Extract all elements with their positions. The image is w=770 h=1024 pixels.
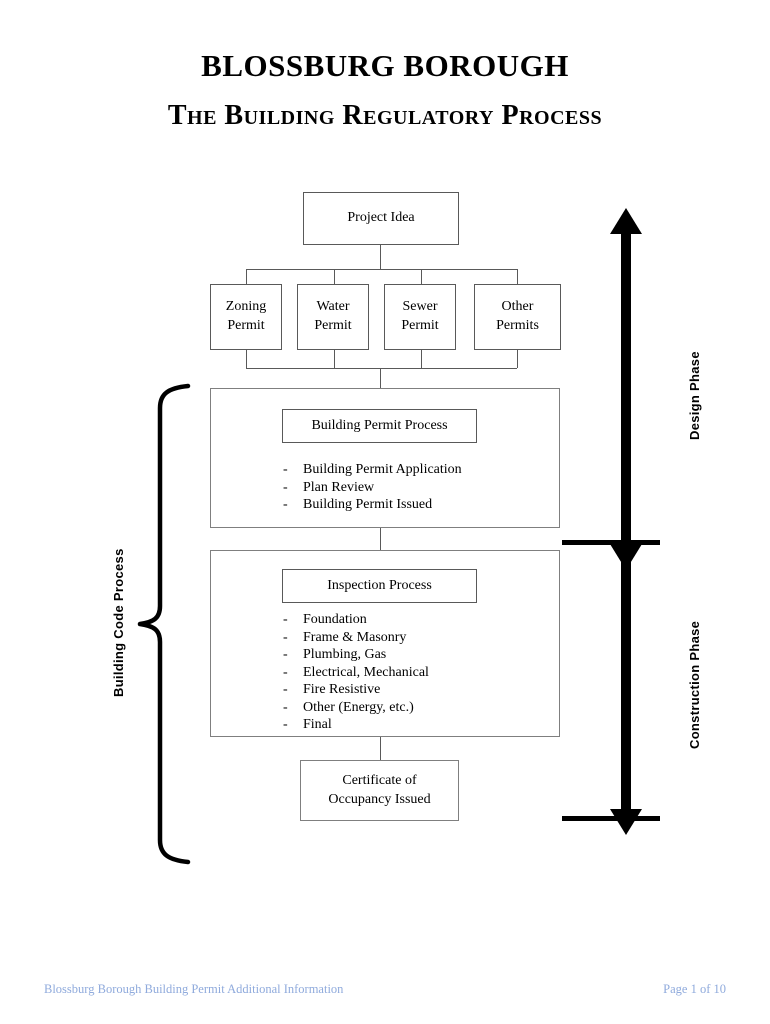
connector-project-to-bus <box>380 245 381 269</box>
box-other-permits-line2: Permits <box>496 318 539 333</box>
list-item: - Plumbing, Gas <box>283 646 553 664</box>
footer-document-name: Blossburg Borough Building Permit Additi… <box>44 982 344 996</box>
list-item-label: Frame & Masonry <box>303 629 407 645</box>
connector-bus-to-other <box>517 269 518 284</box>
box-sewer-permit-line1: Sewer <box>402 299 438 315</box>
connector-zoning-down <box>246 350 247 368</box>
list-item-label: Other (Energy, etc.) <box>303 699 414 715</box>
label-design-phase: Design Phase <box>687 351 702 440</box>
box-sewer-permit[interactable]: Sewer Permit <box>384 284 456 350</box>
bullet-marker: - <box>283 612 288 627</box>
list-item-label: Fire Resistive <box>303 682 381 697</box>
list-item: - Building Permit Application <box>283 461 553 479</box>
page-title-main: BLOSSBURG BOROUGH <box>201 48 569 83</box>
construction-phase-arrow <box>610 543 642 835</box>
label-construction-phase: Construction Phase <box>687 620 702 749</box>
panel-inspection-process-header[interactable]: Inspection Process <box>282 569 477 603</box>
connector-permit-bus-top <box>246 269 517 270</box>
footer-page-number: Page 1 of 10 <box>663 982 726 996</box>
list-item: - Other (Energy, etc.) <box>283 699 553 717</box>
label-building-code-process: Building Code Process <box>111 548 126 697</box>
bullet-marker: - <box>283 682 288 697</box>
list-item: - Building Permit Issued <box>283 496 553 514</box>
bullet-marker: - <box>283 479 288 495</box>
box-water-permit[interactable]: Water Permit <box>297 284 369 350</box>
box-project-idea-label: Project Idea <box>347 210 415 226</box>
bullet-marker: - <box>283 497 288 512</box>
box-zoning-permit-line2: Permit <box>227 318 265 333</box>
box-sewer-permit-line2: Permit <box>401 318 439 333</box>
bullet-marker: - <box>283 664 288 680</box>
list-item: - Foundation <box>283 611 553 629</box>
list-inspection-steps: - Foundation - Frame & Masonry - Plumbin… <box>283 611 553 734</box>
list-item-label: Plumbing, Gas <box>303 647 387 662</box>
connector-sewer-down <box>421 350 422 368</box>
phase-divider-tick-top <box>562 540 660 545</box>
box-zoning-permit-line1: Zoning <box>225 299 267 315</box>
bullet-marker: - <box>283 629 288 645</box>
panel-building-permit-process-header-label: Building Permit Process <box>311 418 448 433</box>
list-item: - Fire Resistive <box>283 681 553 699</box>
connector-bus-to-building-permit <box>380 368 381 388</box>
panel-inspection-process-header-label: Inspection Process <box>327 578 432 593</box>
list-item-label: Building Permit Application <box>303 462 462 477</box>
list-item: - Plan Review <box>283 479 553 497</box>
box-certificate-line1: Certificate of <box>342 772 417 788</box>
list-item-label: Building Permit Issued <box>303 497 433 512</box>
connector-inspection-to-certificate <box>380 737 381 760</box>
list-building-permit-steps: - Building Permit Application - Plan Rev… <box>283 461 553 514</box>
connector-bus-to-water <box>334 269 335 284</box>
building-code-process-brace <box>137 383 191 865</box>
connector-building-to-inspection <box>380 528 381 550</box>
list-item: - Electrical, Mechanical <box>283 664 553 682</box>
page-title-sub: The Building Regulatory Process <box>167 100 603 131</box>
box-other-permits[interactable]: Other Permits <box>474 284 561 350</box>
box-other-permits-line1: Other <box>501 299 534 315</box>
bullet-marker: - <box>283 699 288 715</box>
bullet-marker: - <box>283 647 288 662</box>
design-phase-arrow <box>610 208 642 547</box>
bullet-marker: - <box>283 462 288 477</box>
list-item-label: Foundation <box>303 612 367 627</box>
connector-bus-to-sewer <box>421 269 422 284</box>
connector-bus-to-zoning <box>246 269 247 284</box>
list-item: - Final <box>283 716 553 734</box>
box-certificate-line2: Occupancy Issued <box>328 791 431 807</box>
panel-building-permit-process-header[interactable]: Building Permit Process <box>282 409 477 443</box>
box-water-permit-line1: Water <box>316 299 350 315</box>
connector-permit-bus-bottom <box>246 368 517 369</box>
box-water-permit-line2: Permit <box>314 318 352 333</box>
list-item: - Frame & Masonry <box>283 629 553 647</box>
list-item-label: Final <box>303 717 332 732</box>
bullet-marker: - <box>283 717 288 732</box>
phase-divider-tick-bottom <box>562 816 660 821</box>
list-item-label: Plan Review <box>303 479 375 495</box>
connector-other-down <box>517 350 518 368</box>
box-zoning-permit[interactable]: Zoning Permit <box>210 284 282 350</box>
connector-water-down <box>334 350 335 368</box>
box-project-idea[interactable]: Project Idea <box>303 192 459 245</box>
box-certificate-of-occupancy[interactable]: Certificate of Occupancy Issued <box>300 760 459 821</box>
list-item-label: Electrical, Mechanical <box>303 664 429 680</box>
